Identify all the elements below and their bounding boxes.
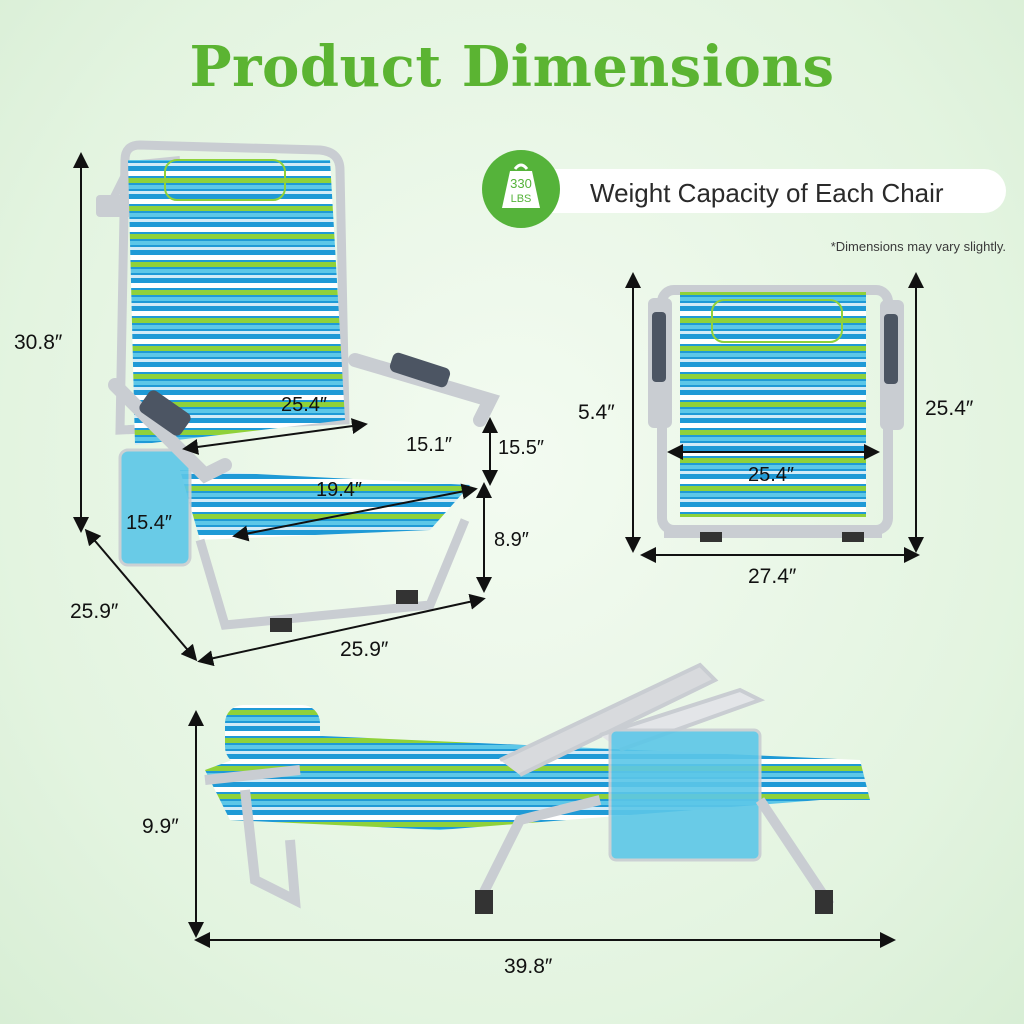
chair1-width-label: 25.9″	[340, 638, 389, 661]
chair3-height-label: 9.9″	[142, 815, 179, 838]
chair-folded-dimension-lines	[625, 272, 924, 563]
chair2-width-label: 27.4″	[748, 565, 797, 588]
chair1-pocket-label: 15.4″	[126, 512, 173, 534]
dimensions-note: *Dimensions may vary slightly.	[830, 239, 1006, 254]
page-title: Product Dimensions	[189, 34, 835, 100]
weight-value: 330	[510, 176, 532, 191]
chair1-depth-label: 25.9″	[70, 600, 119, 623]
chair1-arm-height-label: 15.1″	[406, 434, 453, 456]
weight-capacity-pill: Weight Capacity of Each Chair	[508, 169, 1006, 213]
weight-unit: LBS	[511, 193, 532, 205]
chair3-length-label: 39.8″	[504, 955, 553, 978]
chair1-seat-depth-label: 19.4″	[316, 479, 363, 501]
weight-capacity-badge: Weight Capacity of Each Chair 330 LBS	[468, 150, 1008, 228]
chair1-arm-to-seat-label: 15.5″	[498, 437, 545, 459]
weight-icon: 330 LBS	[482, 150, 560, 228]
chair1-seat-height-label: 8.9″	[494, 529, 529, 551]
chair-upright-dimension-lines	[73, 152, 498, 667]
chair-upright	[96, 140, 500, 632]
chair-folded	[648, 285, 904, 542]
chair2-inner-width-label: 25.4″	[748, 464, 795, 486]
chair2-depth-label: 5.4″	[578, 401, 615, 424]
chair-reclined	[204, 662, 870, 914]
chair2-height-label: 25.4″	[925, 397, 974, 420]
chair1-seat-width-label: 25.4″	[281, 394, 328, 416]
weight-capacity-label: Weight Capacity of Each Chair	[590, 178, 944, 208]
chair1-height-label: 30.8″	[14, 331, 63, 354]
chair-reclined-dimension-lines	[188, 710, 896, 948]
